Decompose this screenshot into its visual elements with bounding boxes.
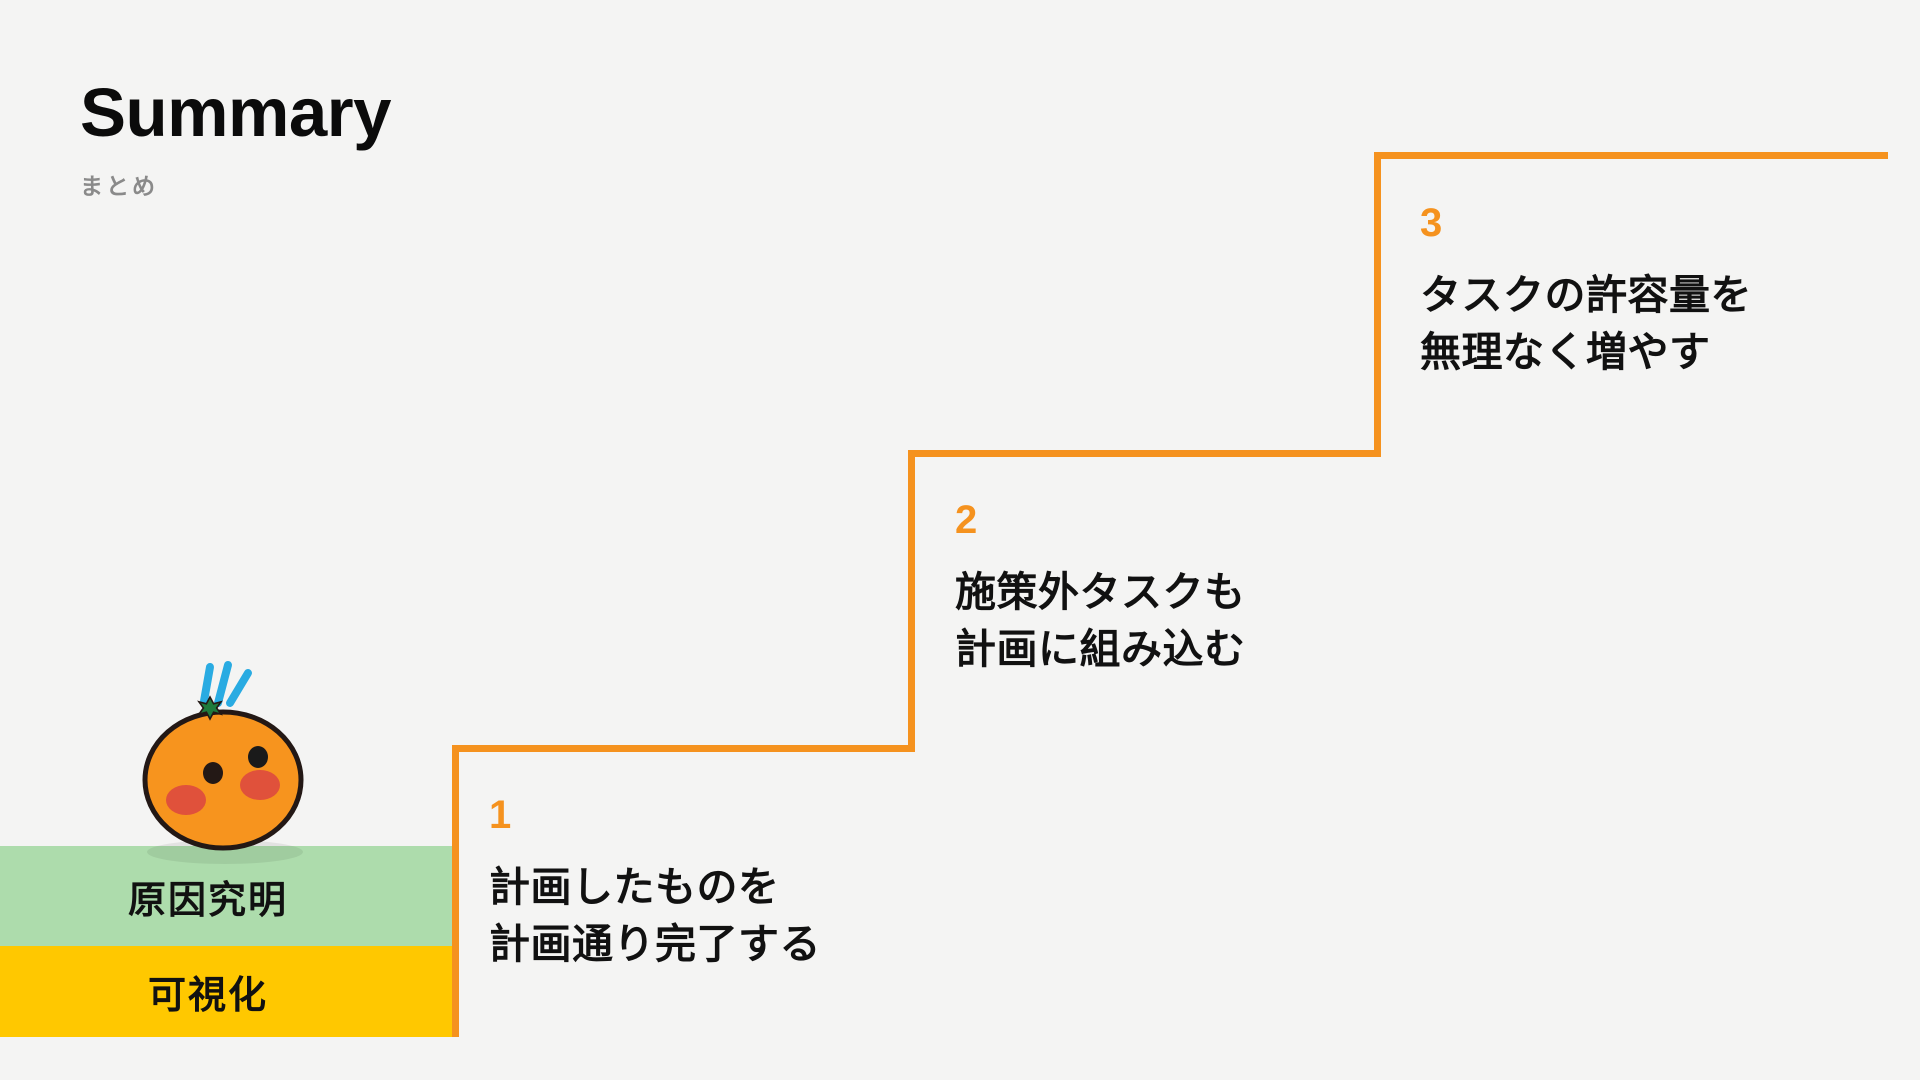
step-number-1: 1: [489, 793, 512, 837]
mascot-eye-left: [203, 762, 223, 784]
step-block-3: 3 タスクの許容量を 無理なく増やす: [1420, 203, 1752, 380]
step-block-2: 2 施策外タスクも 計画に組み込む: [955, 500, 1246, 677]
step-text-2-line-1: 施策外タスクも: [955, 569, 1246, 615]
mascot-cheek-left: [166, 785, 206, 815]
foundation-bar-yellow: 可視化: [0, 946, 452, 1037]
mascot-cheek-right: [240, 770, 280, 800]
page-subtitle: まとめ: [80, 173, 158, 199]
staircase-tread-1: [452, 745, 915, 752]
sparkle-icon: [200, 661, 252, 707]
step-number-3: 3: [1420, 201, 1443, 245]
foundation-bar-yellow-label: 可視化: [147, 975, 268, 1017]
slide-header: Summary まとめ: [80, 78, 780, 201]
mascot-shadow: [147, 840, 303, 864]
step-text-3-line-2: 無理なく増やす: [1420, 328, 1711, 375]
staircase-riser-2: [908, 450, 915, 751]
step-block-1: 1 計画したものを 計画通り完了する: [489, 795, 821, 972]
staircase-riser-3: [1374, 152, 1381, 456]
step-text-3-line-1: タスクの許容量を: [1420, 272, 1752, 318]
step-text-1-line-2: 計画通り完了する: [489, 920, 821, 967]
page-title: Summary: [80, 74, 391, 151]
foundation-bar-green-label: 原因究明: [127, 879, 288, 922]
step-text-2-line-2: 計画に組み込む: [955, 625, 1246, 672]
staircase-tread-3: [1374, 152, 1888, 159]
step-number-2: 2: [955, 498, 978, 542]
staircase-tread-2: [908, 450, 1381, 457]
mascot-eye-right: [248, 746, 268, 768]
mascot-stem-icon: [197, 695, 223, 721]
mascot-illustration: [100, 645, 340, 875]
staircase-riser-1: [452, 745, 459, 1037]
foundation-bar-green: 原因究明: [0, 846, 452, 946]
step-text-1-line-1: 計画したものを: [489, 864, 780, 910]
